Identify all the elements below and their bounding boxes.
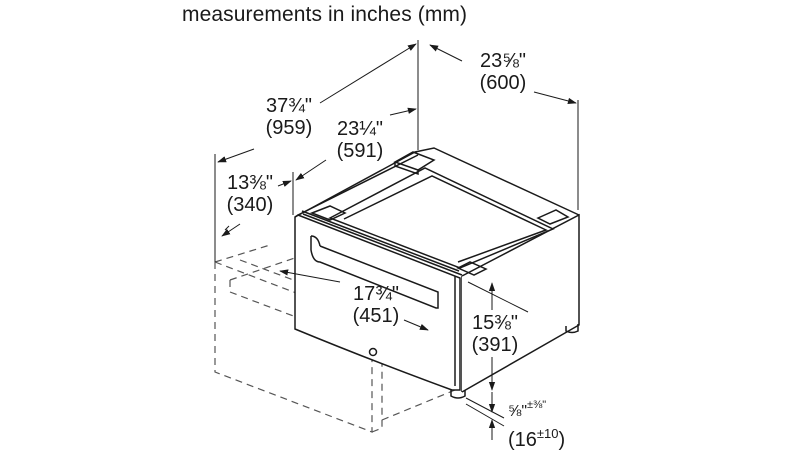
dim-height: 15⅜" (391) bbox=[471, 312, 519, 356]
diagram-title: measurements in inches (mm) bbox=[182, 3, 468, 26]
dim-depth-total: 23⅝" (600) bbox=[479, 50, 527, 94]
dimension-lines bbox=[214, 40, 579, 440]
dim-drawer-width: 17¾" (451) bbox=[352, 283, 400, 327]
pedestal-body bbox=[294, 147, 580, 399]
dim-drawer-extension: 13⅜" (340) bbox=[226, 172, 274, 216]
dim-width: 23¼" (591) bbox=[336, 118, 384, 162]
dim-depth-open: 37¾" (959) bbox=[265, 95, 313, 139]
dim-foot-adjust: ⅝"±⅜" (16±10) bbox=[508, 399, 566, 451]
